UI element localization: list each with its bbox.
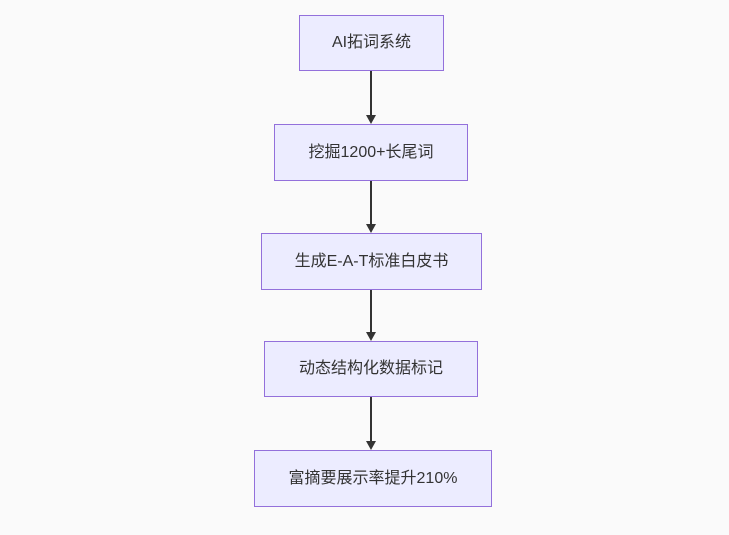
flowchart-node-structured-data: 动态结构化数据标记 [264,341,478,397]
edge-connector-2 [366,181,376,233]
flowchart-node-ai-word-system: AI拓词系统 [299,15,444,71]
edge-line [370,71,372,115]
arrowhead-down-icon [366,224,376,233]
node-label: 挖掘1200+长尾词 [308,143,434,161]
arrowhead-down-icon [366,441,376,450]
node-label: 生成E-A-T标准白皮书 [294,252,449,270]
edge-connector-4 [366,397,376,450]
node-label: 富摘要展示率提升210% [288,469,458,487]
edge-line [370,290,372,332]
node-label: 动态结构化数据标记 [298,360,443,377]
arrowhead-down-icon [366,115,376,124]
flowchart-node-rich-snippet-result: 富摘要展示率提升210% [254,450,492,507]
edge-connector-1 [366,71,376,124]
flowchart-node-longtail-mining: 挖掘1200+长尾词 [274,124,468,181]
arrowhead-down-icon [366,332,376,341]
edge-line [370,397,372,441]
flowchart-node-eat-whitepaper: 生成E-A-T标准白皮书 [261,233,482,290]
node-label: AI拓词系统 [331,34,412,51]
edge-line [370,181,372,224]
edge-connector-3 [366,290,376,341]
